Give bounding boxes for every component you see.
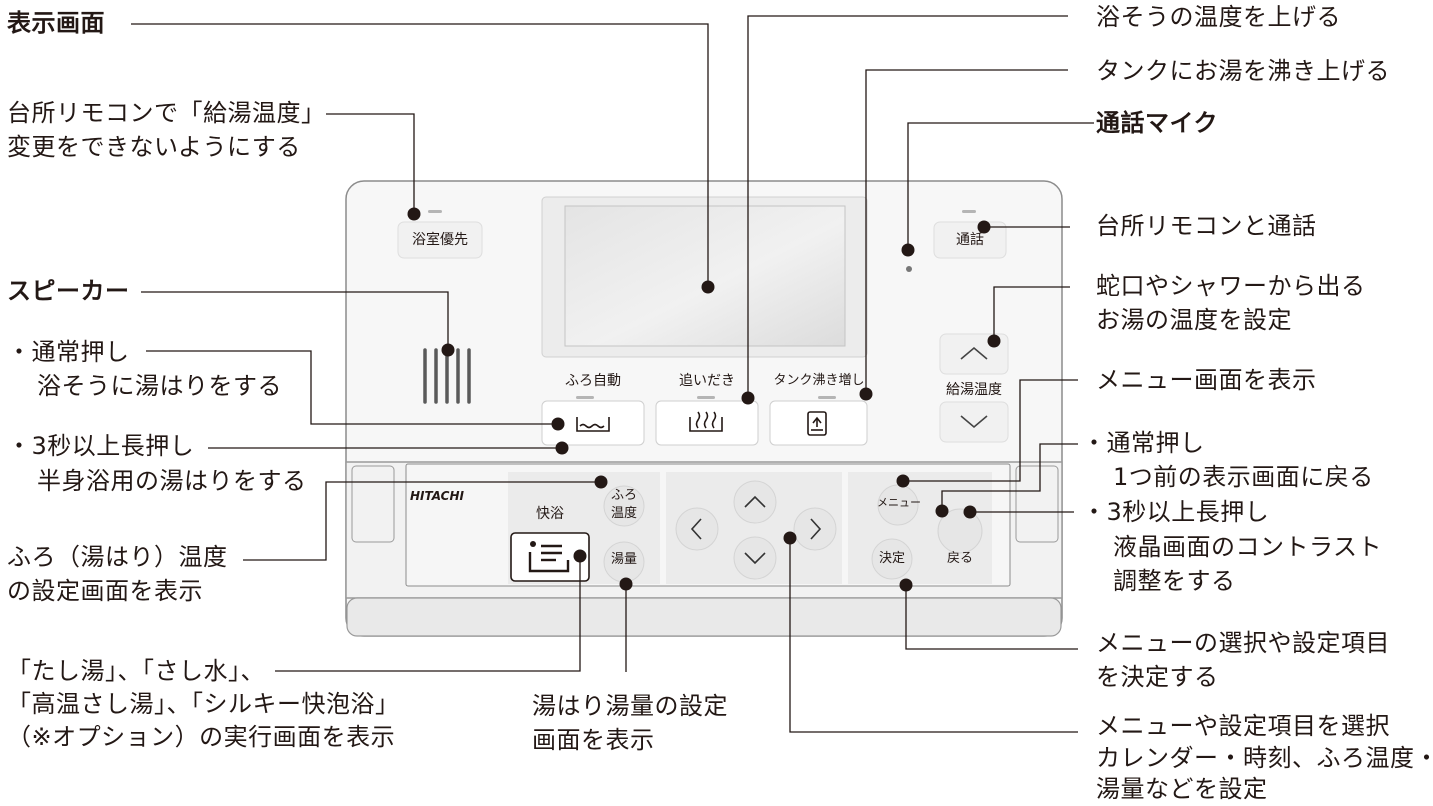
back-label: 戻る bbox=[946, 551, 973, 566]
display-screen-callout: 表示画面 bbox=[7, 9, 105, 37]
down-button[interactable] bbox=[733, 536, 777, 580]
tashi-callout-1: 「たし湯」、「さし水」、 bbox=[7, 657, 265, 685]
chevron-down-icon bbox=[744, 552, 766, 565]
half-bath-callout: 半身浴用の湯はりをする bbox=[37, 467, 307, 495]
chevron-right-icon bbox=[810, 518, 822, 540]
bath-priority-label: 浴室優先 bbox=[412, 232, 468, 248]
tank-boil-label: タンク沸き増し bbox=[773, 373, 865, 388]
kaiyoku-icon bbox=[528, 541, 570, 573]
bath-temp-callout-1: ふろ（湯はり）温度 bbox=[7, 543, 228, 571]
bath-temp-button[interactable] bbox=[603, 485, 645, 527]
water-amount-callout-2: 画面を表示 bbox=[532, 726, 655, 754]
kitchen-call-callout: 台所リモコンと通話 bbox=[1096, 212, 1317, 240]
back-long-callout: ・3秒以上長押し bbox=[1082, 498, 1270, 526]
reheat-label: 追いだき bbox=[679, 373, 735, 389]
call-label: 通話 bbox=[956, 232, 984, 248]
reheat-button[interactable] bbox=[655, 400, 759, 446]
brand-logo: HITACHI bbox=[410, 489, 464, 503]
speaker-callout: スピーカー bbox=[7, 277, 130, 305]
speaker-grille bbox=[423, 348, 471, 404]
select-callout-3: 湯量などを設定 bbox=[1096, 775, 1268, 803]
contrast-callout-1: 液晶画面のコントラスト bbox=[1113, 533, 1383, 561]
kaiyoku-label: 快浴 bbox=[536, 506, 564, 522]
auto-bath-button[interactable] bbox=[541, 400, 645, 446]
chevron-left-icon bbox=[690, 518, 702, 540]
back-prev-callout: 1つ前の表示画面に戻る bbox=[1113, 463, 1374, 491]
tashi-callout-3: （※オプション）の実行画面を表示 bbox=[7, 723, 396, 751]
select-callout-2: カレンダー・時刻、ふろ温度・ bbox=[1096, 744, 1433, 772]
auto-bath-label: ふろ自動 bbox=[565, 373, 621, 389]
fill-bath-callout: 浴そうに湯はりをする bbox=[37, 372, 282, 400]
bath-temp-callout-2: の設定画面を表示 bbox=[7, 577, 203, 605]
back-button[interactable] bbox=[937, 508, 983, 554]
bathtub-icon bbox=[576, 417, 610, 432]
bath-temp-label-1: ふろ bbox=[610, 488, 637, 503]
chevron-up-icon bbox=[960, 346, 988, 360]
water-amount-callout-1: 湯はり湯量の設定 bbox=[532, 692, 728, 720]
supply-temp-down-button[interactable] bbox=[939, 401, 1009, 443]
bath-temp-label-2: 温度 bbox=[610, 506, 637, 521]
reheat-icon bbox=[689, 411, 723, 432]
normal-press-callout: ・通常押し bbox=[7, 338, 130, 366]
tank-boil-callout: タンクにお湯を沸き上げる bbox=[1096, 57, 1390, 85]
decide-label: 決定 bbox=[878, 551, 905, 566]
kitchen-lock-callout-1: 台所リモコンで「給湯温度」 bbox=[7, 99, 326, 127]
left-button[interactable] bbox=[675, 507, 719, 551]
decide-button[interactable] bbox=[871, 538, 913, 580]
decide-callout-1: メニューの選択や設定項目 bbox=[1096, 629, 1390, 657]
lcd-screen bbox=[564, 205, 846, 347]
bath-priority-button-body[interactable] bbox=[397, 221, 483, 259]
contrast-callout-2: 調整をする bbox=[1113, 567, 1236, 595]
mic-hole bbox=[906, 266, 912, 272]
supply-temp-label: 給湯温度 bbox=[946, 382, 1002, 398]
up-button[interactable] bbox=[733, 480, 777, 524]
raise-temp-callout: 浴そうの温度を上げる bbox=[1096, 3, 1341, 31]
water-amount-label: 湯量 bbox=[610, 552, 637, 567]
decide-callout-2: を決定する bbox=[1096, 663, 1219, 691]
mic-callout: 通話マイク bbox=[1096, 109, 1219, 137]
tank-boil-button[interactable] bbox=[769, 400, 868, 446]
back-normal-callout: ・通常押し bbox=[1082, 429, 1205, 457]
chevron-up-icon bbox=[744, 495, 766, 508]
menu-show-callout: メニュー画面を表示 bbox=[1096, 366, 1317, 394]
select-callout-1: メニューや設定項目を選択 bbox=[1096, 712, 1390, 740]
kitchen-lock-callout-2: 変更をできないようにする bbox=[7, 133, 301, 161]
chevron-down-icon bbox=[960, 415, 988, 429]
tashi-callout-2: 「高温さし湯」、「シルキー快泡浴」 bbox=[7, 690, 400, 718]
right-button[interactable] bbox=[793, 507, 837, 551]
faucet-callout-1: 蛇口やシャワーから出る bbox=[1096, 272, 1366, 300]
long-press-callout: ・3秒以上長押し bbox=[7, 432, 195, 460]
menu-label: メニュー bbox=[877, 496, 921, 509]
faucet-callout-2: お湯の温度を設定 bbox=[1096, 306, 1292, 334]
tank-icon bbox=[807, 411, 827, 436]
